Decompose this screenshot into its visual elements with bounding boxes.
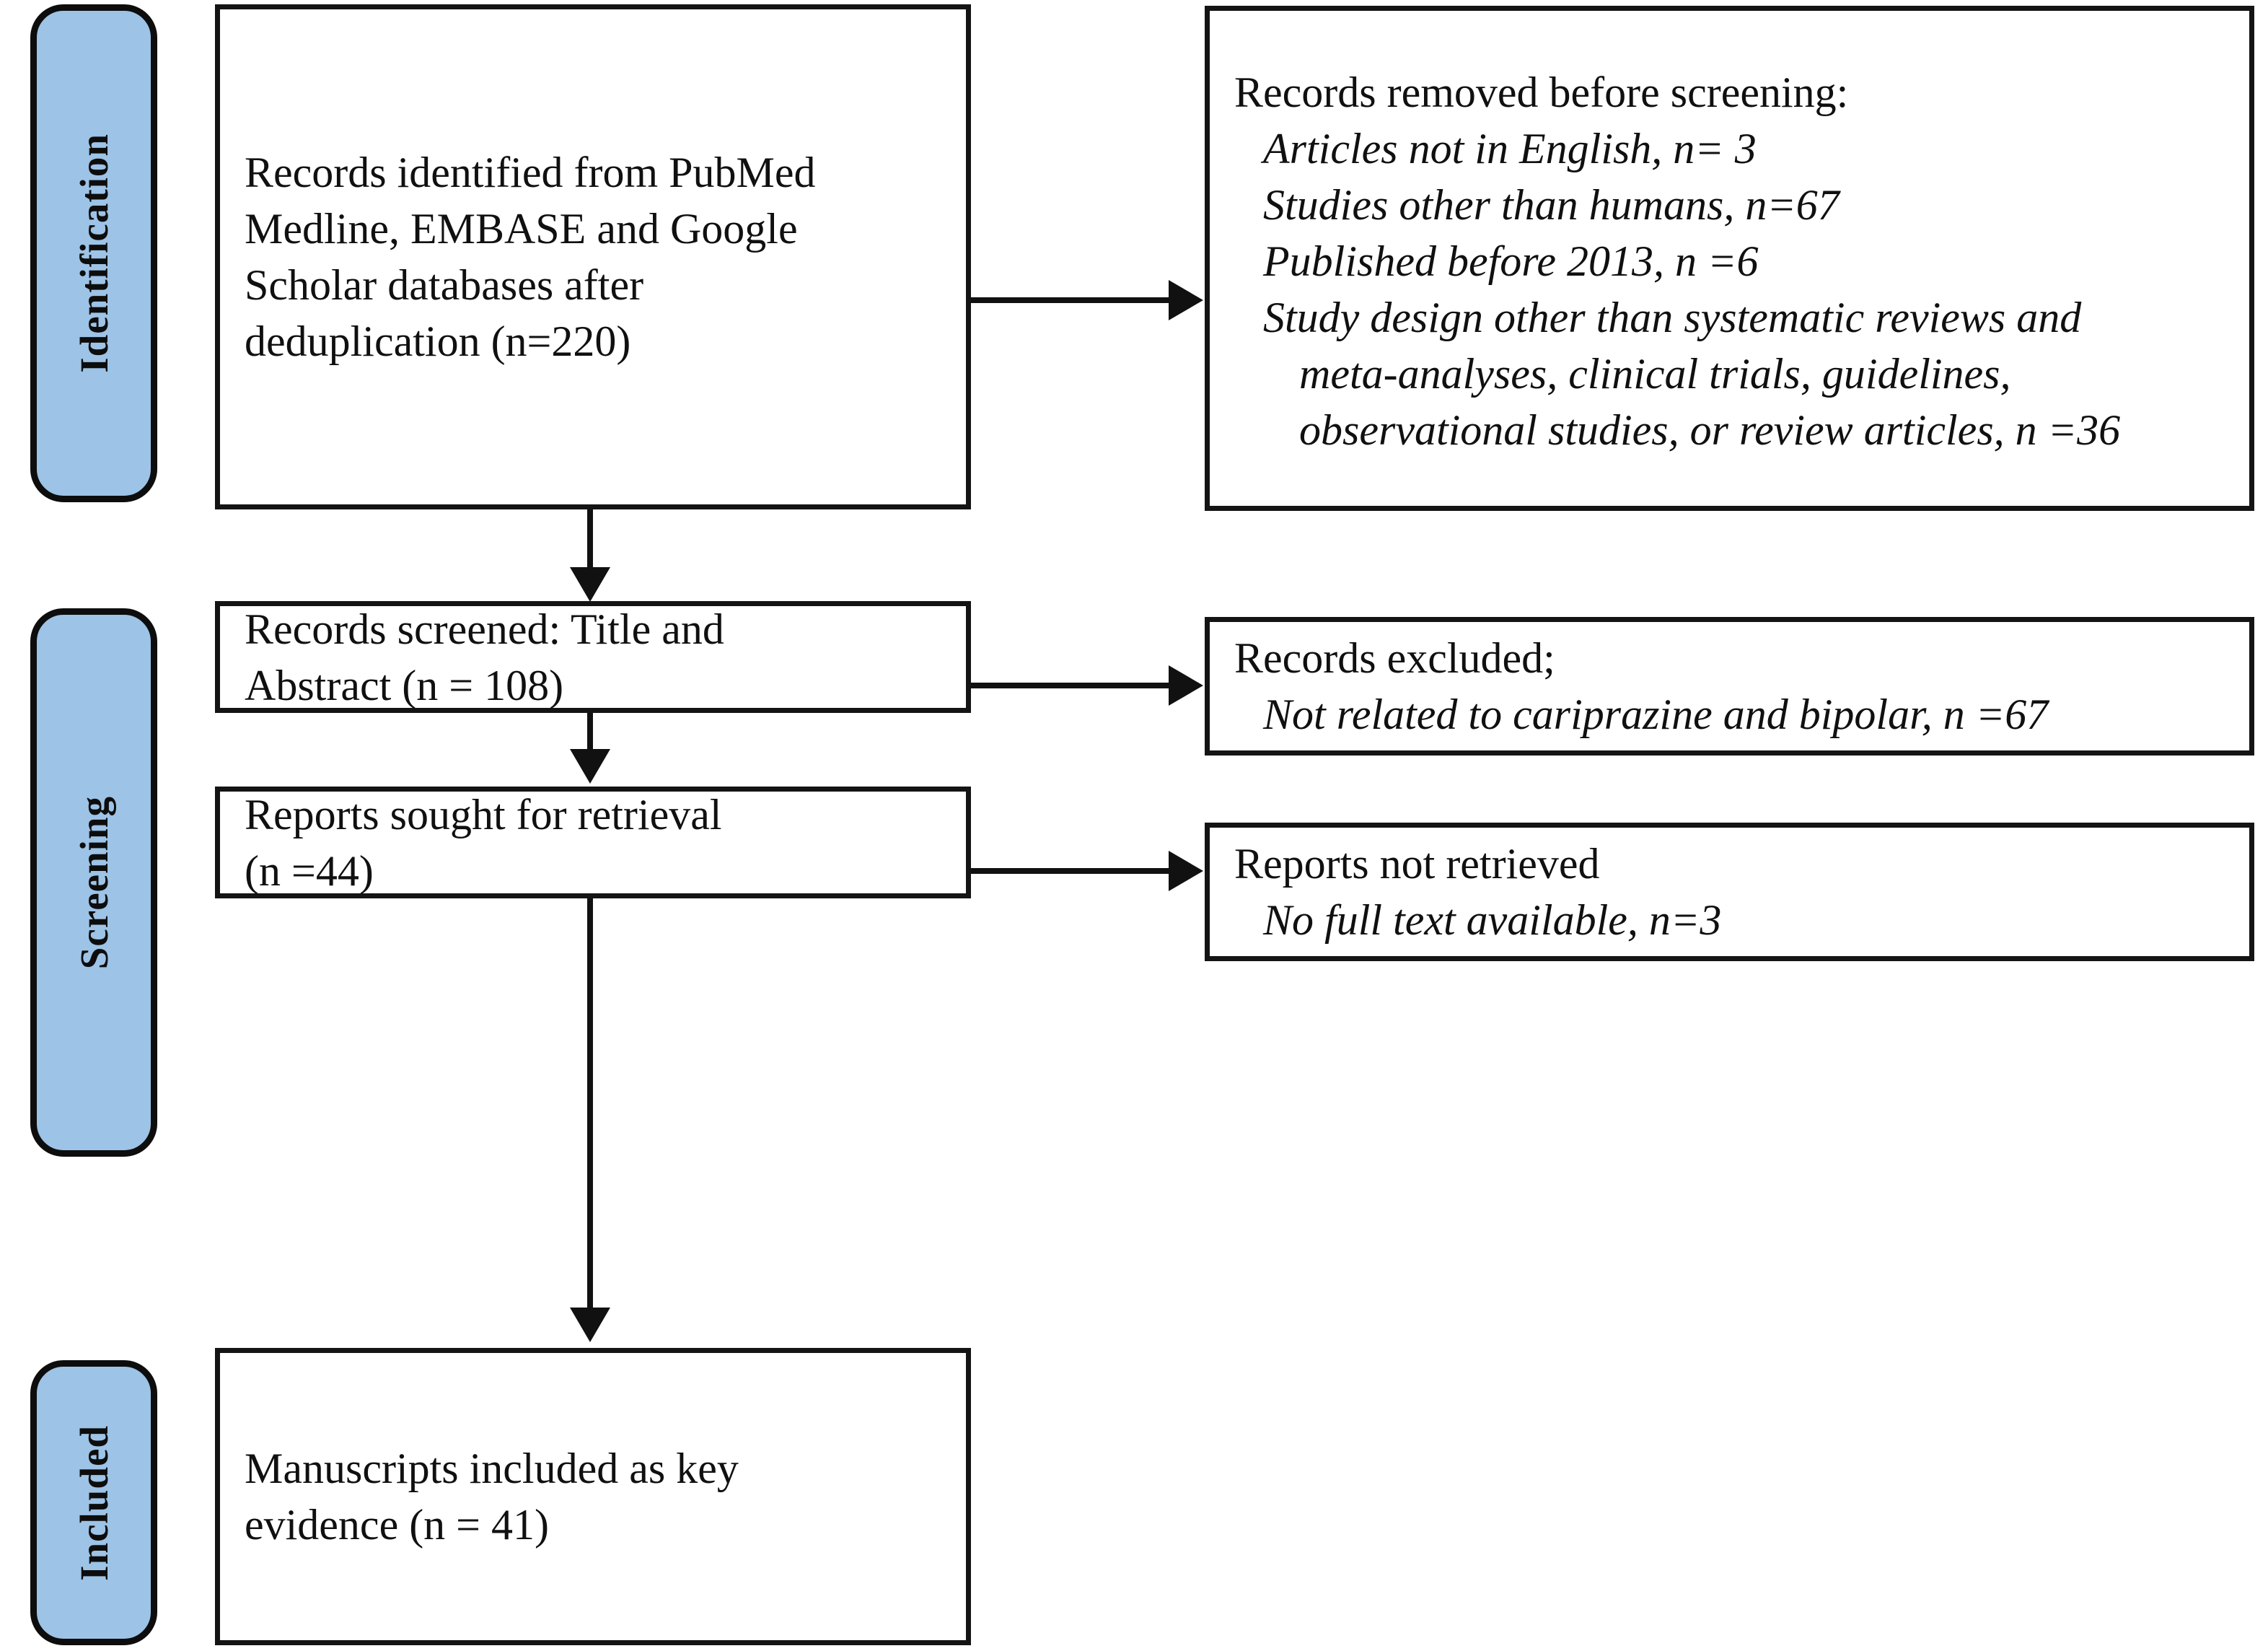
records-removed-reason-6: observational studies, or review article… <box>1299 406 2121 454</box>
manuscripts-included-line-2: evidence (n = 41) <box>245 1501 549 1549</box>
reports-sought-line-1: Reports sought for retrieval <box>245 790 722 838</box>
connector-sought-to-not-retrieved <box>971 868 1173 874</box>
records-identified-line-2: Medline, EMBASE and Google <box>245 205 798 253</box>
arrowhead-screened-to-sought <box>570 749 610 784</box>
box-records-identified: Records identified from PubMed Medline, … <box>215 4 971 509</box>
box-records-excluded: Records excluded; Not related to caripra… <box>1205 617 2254 756</box>
records-removed-reason-5: meta-analyses, clinical trials, guidelin… <box>1299 350 2011 398</box>
connector-identified-to-removed <box>971 297 1173 303</box>
records-screened-line-2: Abstract (n = 108) <box>245 661 564 709</box>
box-reports-not-retrieved: Reports not retrieved No full text avail… <box>1205 823 2254 961</box>
stage-label-screening: Screening <box>71 795 116 970</box>
box-manuscripts-included: Manuscripts included as key evidence (n … <box>215 1348 971 1645</box>
reports-not-retrieved-heading: Reports not retrieved <box>1234 840 1600 888</box>
connector-screened-to-sought <box>587 713 593 753</box>
stage-pill-screening: Screening <box>30 608 157 1157</box>
connector-screened-to-excluded <box>971 683 1173 688</box>
reports-sought-line-2: (n =44) <box>245 846 374 895</box>
stage-pill-included: Included <box>30 1360 157 1645</box>
connector-sought-to-included <box>587 898 593 1310</box>
box-records-screened: Records screened: Title and Abstract (n … <box>215 601 971 713</box>
manuscripts-included-line-1: Manuscripts included as key <box>245 1445 739 1492</box>
arrowhead-sought-to-not-retrieved <box>1169 851 1203 891</box>
records-removed-reason-1: Articles not in English, n= 3 <box>1263 125 1757 172</box>
arrowhead-identified-to-screened <box>570 567 610 602</box>
box-reports-sought: Reports sought for retrieval (n =44) <box>215 787 971 898</box>
box-records-removed: Records removed before screening: Articl… <box>1205 6 2254 511</box>
records-identified-line-4: deduplication (n=220) <box>245 318 631 365</box>
stage-label-identification: Identification <box>71 133 116 373</box>
arrowhead-identified-to-removed <box>1169 280 1203 320</box>
arrowhead-sought-to-included <box>570 1308 610 1342</box>
connector-identified-to-screened <box>587 509 593 574</box>
records-excluded-reason-1: Not related to cariprazine and bipolar, … <box>1263 691 2049 738</box>
reports-not-retrieved-reason-1: No full text available, n=3 <box>1263 896 1722 944</box>
records-identified-line-3: Scholar databases after <box>245 261 644 309</box>
records-screened-line-1: Records screened: Title and <box>245 605 724 653</box>
records-removed-reason-2: Studies other than humans, n=67 <box>1263 181 1840 229</box>
records-excluded-heading: Records excluded; <box>1234 634 1555 682</box>
records-removed-heading: Records removed before screening: <box>1234 69 1849 116</box>
records-removed-reason-4: Study design other than systematic revie… <box>1263 294 2082 341</box>
arrowhead-screened-to-excluded <box>1169 665 1203 706</box>
stage-pill-identification: Identification <box>30 4 157 502</box>
records-removed-reason-3: Published before 2013, n =6 <box>1263 237 1759 285</box>
records-identified-line-1: Records identified from PubMed <box>245 149 816 196</box>
stage-label-included: Included <box>71 1424 116 1581</box>
